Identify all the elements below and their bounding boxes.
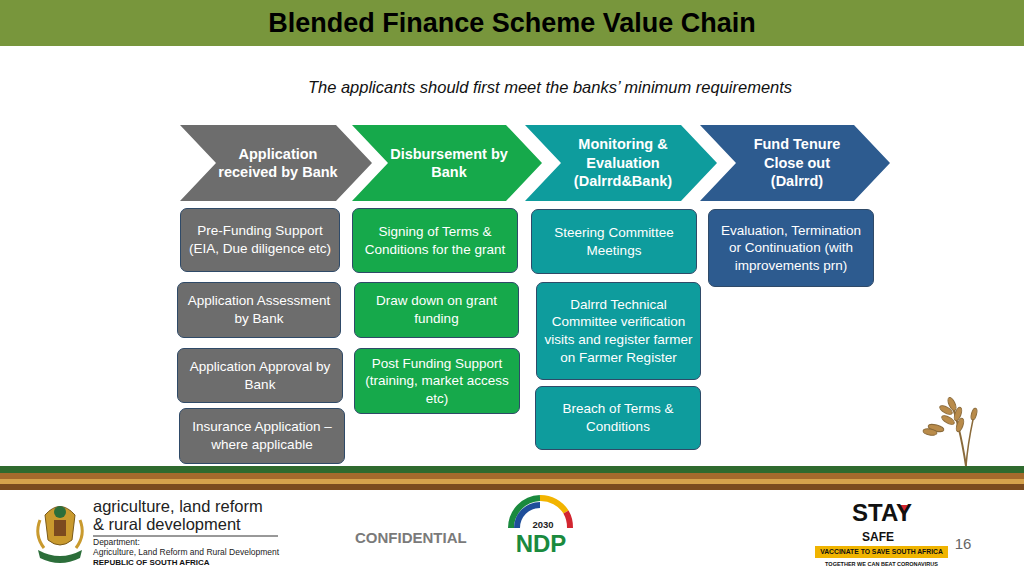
chevron-fill: [525, 125, 717, 201]
title-band: [0, 0, 1024, 46]
step-text: Pre-Funding Support (EIA, Due diligence …: [186, 222, 334, 257]
process-box: Steering Committee Meetings: [531, 209, 697, 274]
step-text: Insurance Application – where applicable: [185, 418, 339, 453]
stage-heading: Disbursement by Bank: [388, 145, 510, 182]
process-chevron: Disbursement by Bank: [352, 125, 542, 201]
subtitle-note: The applicants should first meet the ban…: [192, 78, 908, 97]
step-text: Post Funding Support (training, market a…: [360, 355, 514, 408]
chevron-shape: [180, 125, 372, 201]
ndp-logo-text: NDP: [506, 530, 576, 558]
wheat-illustration: [923, 396, 978, 466]
department-name: Agriculture, Land Reform and Rural Devel…: [93, 548, 313, 558]
chevron-fill: [700, 125, 890, 201]
process-box: Evaluation, Termination or Continuation …: [708, 209, 874, 287]
process-box: Signing of Terms & Conditions for the gr…: [352, 208, 518, 273]
department-label: Department:: [93, 538, 293, 548]
stage-heading: Fund Tenure Close out (Dalrrd): [736, 135, 858, 190]
process-box: Pre-Funding Support (EIA, Due diligence …: [180, 208, 340, 272]
process-box: Insurance Application – where applicable: [179, 408, 345, 464]
campaign-logo-text: SAFE: [862, 531, 922, 545]
process-chevron: Monitoring & Evaluation (Dalrrd&Bank): [525, 125, 717, 201]
step-text: Steering Committee Meetings: [537, 224, 691, 259]
process-box: Application Approval by Bank: [177, 348, 343, 403]
process-box: Breach of Terms & Conditions: [535, 386, 701, 450]
step-text: Application Approval by Bank: [183, 358, 337, 393]
process-chevron: Application received by Bank: [180, 125, 372, 201]
chevron-shape: [352, 125, 542, 201]
campaign-slogan: TOGETHER WE CAN BEAT CORONAVIRUS: [815, 561, 948, 567]
page-number: 16: [948, 535, 978, 552]
chevron-fill: [352, 125, 542, 201]
step-text: Breach of Terms & Conditions: [541, 400, 695, 435]
step-text: Application Assessment by Bank: [183, 292, 335, 327]
divider-line: [93, 536, 278, 537]
footer-stripe: [0, 473, 1024, 479]
campaign-logo-text: STAY: [852, 499, 932, 527]
department-logo-text: agriculture, land reform & rural develop…: [93, 497, 271, 533]
process-box: Post Funding Support (training, market a…: [354, 348, 520, 414]
footer-stripe: [0, 466, 1024, 473]
process-box: Dalrrd Technical Committee verification …: [536, 282, 701, 380]
stage-heading: Application received by Bank: [216, 145, 340, 182]
step-text: Evaluation, Termination or Continuation …: [714, 222, 868, 275]
ndp-year: 2030: [526, 520, 560, 531]
coat-of-arms: [38, 506, 83, 563]
step-text: Dalrrd Technical Committee verification …: [542, 296, 695, 366]
process-box: Draw down on grant funding: [354, 282, 519, 338]
step-text: Draw down on grant funding: [360, 292, 513, 327]
footer-stripe: [0, 484, 1024, 490]
footer-stripe: [0, 479, 1024, 484]
confidential-mark: CONFIDENTIAL: [355, 529, 495, 546]
campaign-slogan: VACCINATE TO SAVE SOUTH AFRICA: [815, 548, 948, 556]
step-text: Signing of Terms & Conditions for the gr…: [358, 223, 512, 258]
country-name: REPUBLIC OF SOUTH AFRICA: [93, 558, 293, 567]
slide-title: Blended Finance Scheme Value Chain: [0, 0, 1024, 46]
process-chevron: Fund Tenure Close out (Dalrrd): [700, 125, 890, 201]
stage-heading: Monitoring & Evaluation (Dalrrd&Bank): [561, 135, 685, 190]
chevron-fill: [180, 125, 372, 201]
process-box: Application Assessment by Bank: [177, 282, 341, 338]
